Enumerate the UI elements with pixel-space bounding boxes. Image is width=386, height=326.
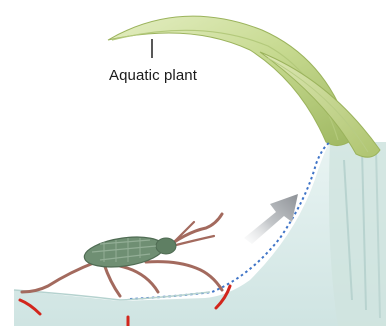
aquatic-plant-label: Aquatic plant bbox=[88, 67, 218, 84]
aquatic-plant-leaf-icon bbox=[108, 16, 380, 157]
insect-icon bbox=[22, 214, 222, 296]
water-body bbox=[14, 142, 386, 326]
